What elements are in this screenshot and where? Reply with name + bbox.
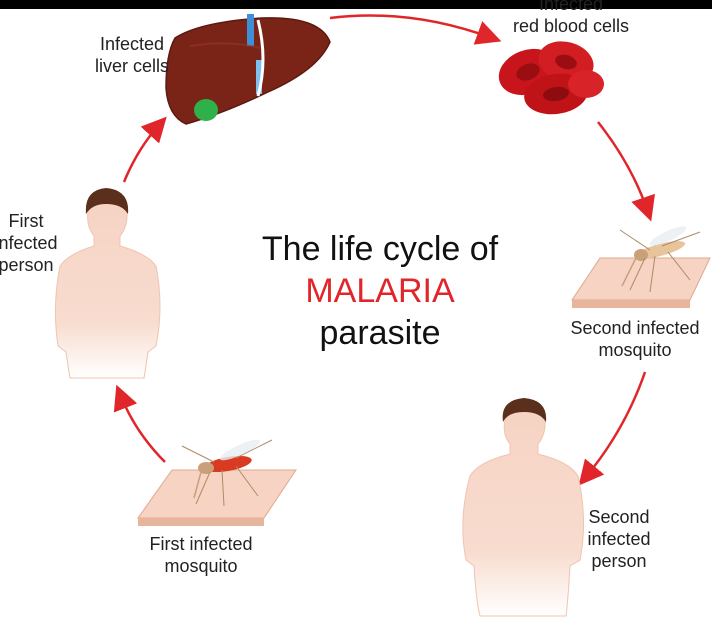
arrow-blood-to-mosquito: [597, 121, 655, 222]
first-mosquito-illustration: [137, 439, 297, 526]
arrow-liver-to-blood: [329, 14, 502, 45]
diagram-title: The life cycle of MALARIA parasite: [230, 228, 530, 354]
arrow-person-to-liver: [122, 116, 167, 183]
second-person-illustration: [462, 398, 585, 617]
label-first-person: First infected person: [0, 211, 58, 275]
label-liver: Infected liver cells: [94, 34, 169, 76]
label-red-blood-cells: Infected red blood cells: [512, 0, 630, 36]
title-line-3: parasite: [319, 314, 441, 352]
title-line-2: MALARIA: [305, 272, 455, 310]
second-mosquito-illustration: [571, 226, 711, 308]
liver-illustration: [165, 14, 331, 125]
top-border: [0, 0, 712, 9]
red-blood-cells-illustration: [498, 41, 604, 115]
label-first-mosquito: First infected mosquito: [149, 534, 253, 576]
label-second-person: Second infected person: [587, 507, 651, 571]
label-second-mosquito: Second infected mosquito: [570, 318, 700, 360]
title-line-1: The life cycle of: [261, 230, 499, 268]
first-person-illustration: [54, 188, 161, 379]
arrow-mosquito-to-person: [578, 371, 647, 486]
arrow-mosquito-to-first-person: [113, 384, 166, 463]
